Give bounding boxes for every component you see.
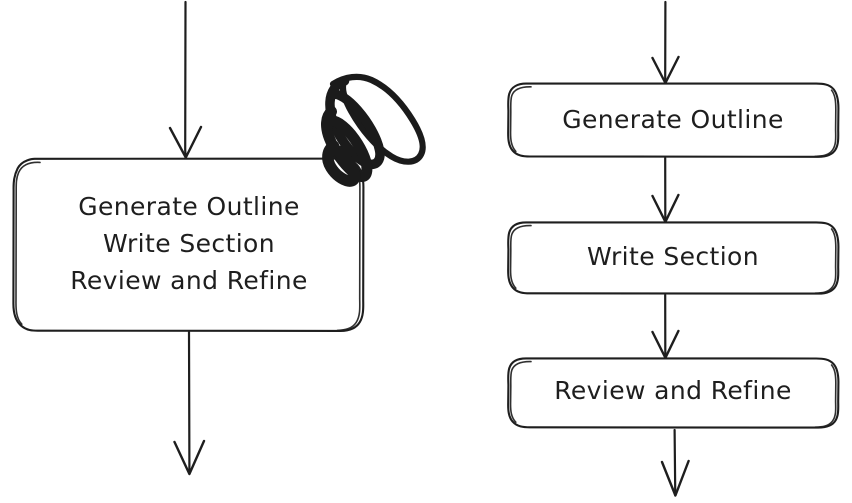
collapsed-group-box[interactable] xyxy=(12,157,365,332)
node-generate-outline[interactable]: Generate Outline xyxy=(507,82,840,158)
group-line-3: Review and Refine xyxy=(70,266,308,295)
scribble-annotation-icon xyxy=(321,73,426,187)
right-outgoing-arrow xyxy=(660,428,690,497)
right-panel: Generate Outline Write Section xyxy=(507,0,840,497)
node-write-section[interactable]: Write Section xyxy=(507,221,840,295)
arrow-outline-to-section xyxy=(651,156,680,223)
arrow-section-to-review xyxy=(651,293,680,359)
node-review-refine-label: Review and Refine xyxy=(554,376,792,405)
left-outgoing-arrow xyxy=(173,330,206,476)
node-generate-outline-label: Generate Outline xyxy=(562,105,784,134)
group-line-1: Generate Outline xyxy=(78,192,300,221)
right-incoming-arrow xyxy=(651,0,680,85)
left-panel: Generate Outline Write Section Review an… xyxy=(12,0,426,476)
group-line-2: Write Section xyxy=(103,229,275,258)
left-incoming-arrow xyxy=(168,0,203,159)
node-write-section-label: Write Section xyxy=(587,242,759,271)
node-review-refine[interactable]: Review and Refine xyxy=(507,357,840,429)
